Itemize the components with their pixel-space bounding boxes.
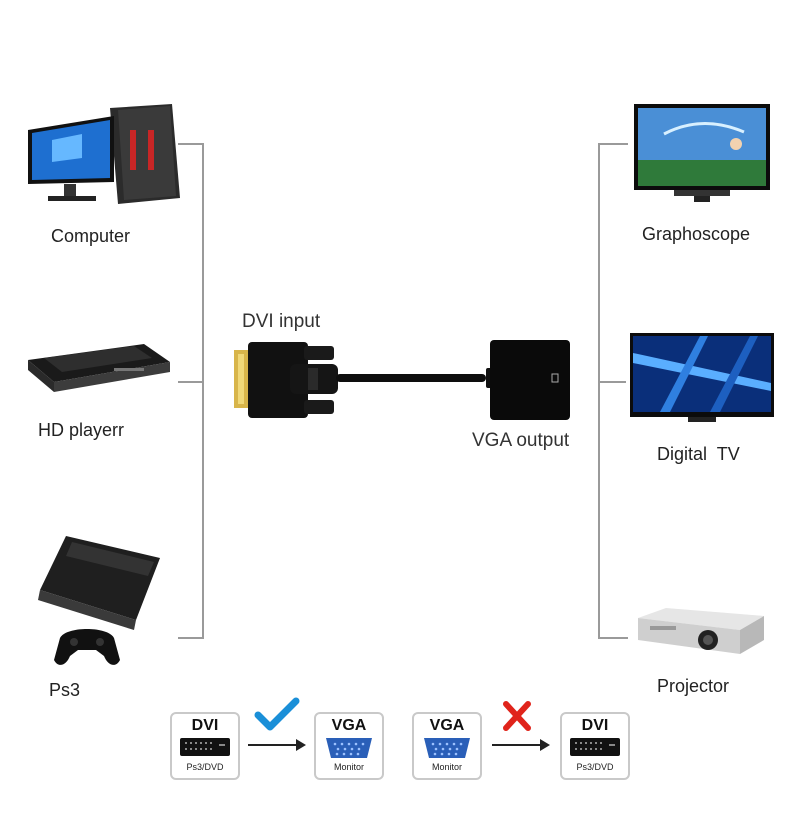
dvi-target-sub: Ps3/DVD (576, 762, 614, 772)
hd-player-icon (24, 340, 174, 405)
vga-port-icon (424, 738, 470, 758)
device-label-graphoscope: Graphoscope (642, 224, 751, 244)
left-bracket-tick (178, 381, 202, 383)
vga-source-title: VGA (429, 717, 465, 734)
device-label-projector: Projector (657, 676, 730, 696)
vga-target-title: VGA (331, 717, 367, 734)
tv-icon (634, 104, 770, 209)
vga-source-sub: Monitor (431, 762, 462, 772)
device-label-ps3: Ps3 (49, 680, 81, 700)
dvi-vga-adapter-icon (232, 338, 572, 429)
digital-tv-icon (630, 333, 774, 430)
dvi-source-title: DVI (191, 717, 219, 734)
dvi-input-label: DVI input (242, 311, 321, 332)
dvi-target-box: DVI Ps3/DVD (560, 712, 630, 780)
device-label-hd-player: HD playerr (38, 420, 125, 440)
dvi-source-sub: Ps3/DVD (186, 762, 224, 772)
right-bracket (598, 143, 628, 639)
vga-output-label: VGA output (472, 430, 570, 451)
dvi-source-box: DVI Ps3/DVD (170, 712, 240, 780)
vga-port-icon (326, 738, 372, 758)
dvi-target-title: DVI (581, 717, 609, 734)
right-bracket-tick (598, 381, 626, 383)
projector-icon (636, 606, 766, 667)
vga-target-sub: Monitor (333, 762, 364, 772)
arrow-right-icon (248, 739, 306, 751)
computer-icon (22, 100, 182, 215)
vga-source-box: VGA Monitor (412, 712, 482, 780)
arrow-right-icon (492, 739, 550, 751)
vga-target-box: VGA Monitor (314, 712, 384, 780)
device-label-digital-tv: Digital TV (657, 444, 740, 464)
checkmark-icon (254, 697, 300, 731)
device-label-computer: Computer (51, 226, 131, 246)
ps3-icon (36, 530, 166, 675)
dvi-port-icon (180, 738, 230, 756)
x-icon (503, 701, 531, 731)
left-bracket (178, 143, 204, 639)
dvi-port-icon (570, 738, 620, 756)
